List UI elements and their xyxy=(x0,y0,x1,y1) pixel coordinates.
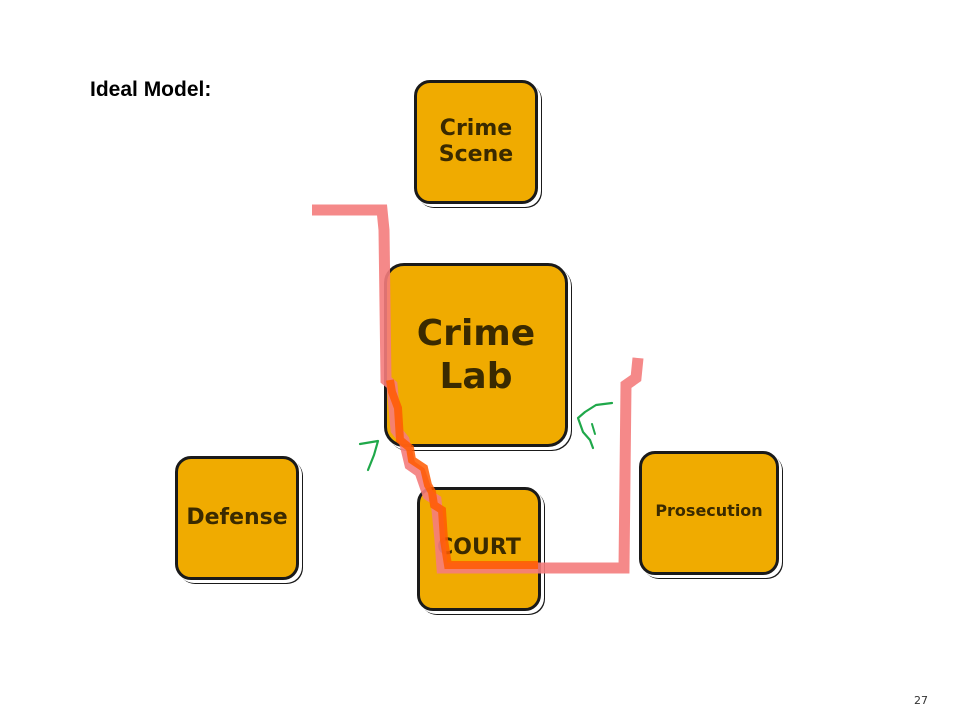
page-number: 27 xyxy=(914,694,928,707)
green-mark-tick xyxy=(591,423,596,435)
green-mark-right xyxy=(576,401,614,450)
defense-node: Defense xyxy=(175,456,299,580)
green-mark-left xyxy=(358,439,380,472)
slide-title: Ideal Model: xyxy=(90,78,212,101)
crime-lab-node: Crime Lab xyxy=(384,263,568,447)
crime-scene-node: Crime Scene xyxy=(414,80,538,204)
prosecution-node: Prosecution xyxy=(639,451,779,575)
court-node: COURT xyxy=(417,487,541,611)
